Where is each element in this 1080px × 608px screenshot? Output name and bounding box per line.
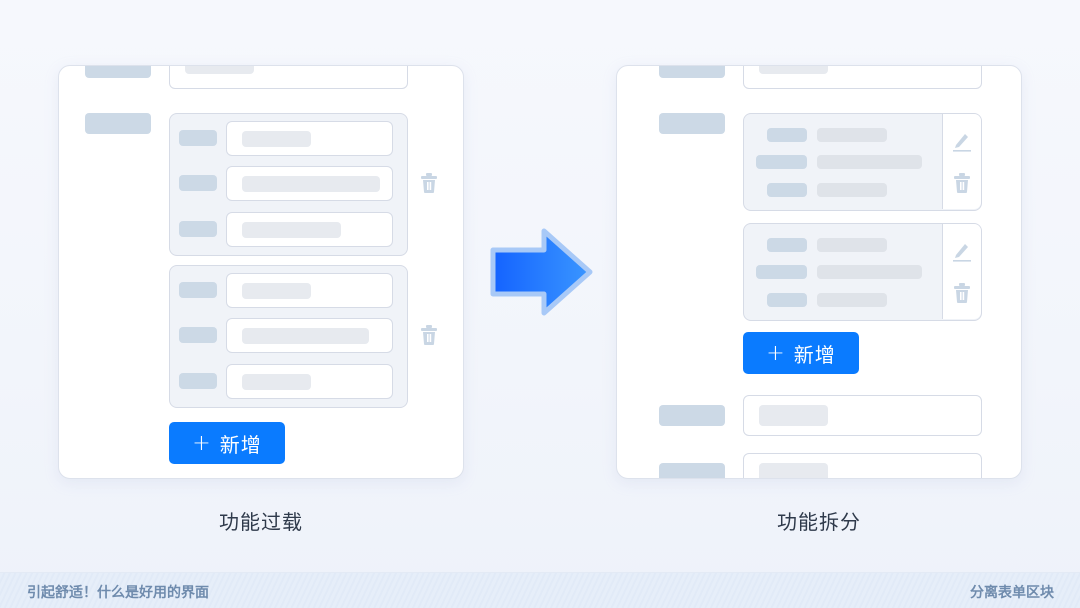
card-actions (942, 224, 981, 319)
trash-icon[interactable] (952, 282, 972, 304)
text-input[interactable] (743, 66, 982, 89)
text-input[interactable] (169, 66, 408, 89)
field-label-placeholder (767, 183, 807, 197)
section-label-placeholder (85, 113, 151, 134)
field-value-placeholder (817, 155, 922, 169)
field-label-placeholder (756, 155, 807, 169)
field-value-placeholder (817, 238, 887, 252)
add-button-label: 新增 (793, 342, 836, 367)
field-label-placeholder (85, 66, 151, 78)
input-value-placeholder (759, 463, 828, 478)
input-value-placeholder (242, 283, 311, 299)
input-value-placeholder (185, 66, 254, 74)
text-input[interactable] (743, 395, 982, 436)
text-input[interactable] (226, 121, 393, 156)
field-label-placeholder (179, 373, 217, 389)
card-actions (942, 114, 981, 209)
trash-icon[interactable] (419, 172, 439, 194)
input-value-placeholder (759, 66, 828, 74)
edit-pencil-icon[interactable] (952, 130, 972, 152)
add-button-label: 新增 (219, 432, 262, 457)
input-value-placeholder (242, 131, 311, 147)
arrow-right-icon (490, 228, 593, 316)
footer-title: 引起舒适！什么是好用的界面 (27, 585, 209, 601)
field-label-placeholder (659, 405, 725, 426)
right-form-panel: + 新增 (616, 65, 1022, 479)
left-form-panel: + 新增 (58, 65, 464, 479)
plus-icon: + (192, 430, 212, 456)
left-caption: 功能过载 (219, 510, 303, 534)
input-value-placeholder (242, 222, 341, 238)
field-label-placeholder (767, 293, 807, 307)
footer-bar: 引起舒适！什么是好用的界面 分离表单区块 (0, 572, 1080, 608)
trash-icon[interactable] (419, 324, 439, 346)
field-label-placeholder (179, 221, 217, 237)
add-button[interactable]: + 新增 (169, 422, 285, 464)
text-input[interactable] (226, 273, 393, 308)
trash-icon[interactable] (952, 172, 972, 194)
input-value-placeholder (242, 176, 380, 192)
text-input[interactable] (226, 166, 393, 201)
field-value-placeholder (817, 265, 922, 279)
field-label-placeholder (767, 128, 807, 142)
summary-card-1 (743, 113, 982, 211)
text-input[interactable] (226, 212, 393, 247)
input-value-placeholder (242, 328, 369, 344)
text-input[interactable] (226, 318, 393, 353)
input-value-placeholder (759, 405, 828, 426)
text-input[interactable] (226, 364, 393, 399)
field-value-placeholder (817, 293, 887, 307)
text-input[interactable] (743, 453, 982, 478)
field-label-placeholder (659, 463, 725, 478)
field-label-placeholder (179, 327, 217, 343)
section-label-placeholder (659, 113, 725, 134)
field-label-placeholder (659, 66, 725, 78)
field-label-placeholder (756, 265, 807, 279)
footer-subtitle: 分离表单区块 (970, 585, 1054, 601)
field-value-placeholder (817, 183, 887, 197)
field-label-placeholder (179, 175, 217, 191)
field-label-placeholder (179, 130, 217, 146)
edit-pencil-icon[interactable] (952, 240, 972, 262)
plus-icon: + (766, 340, 786, 366)
field-value-placeholder (817, 128, 887, 142)
field-group-1 (169, 113, 408, 256)
input-value-placeholder (242, 374, 311, 390)
field-group-2 (169, 265, 408, 408)
right-caption: 功能拆分 (777, 510, 861, 534)
field-label-placeholder (179, 282, 217, 298)
summary-card-2 (743, 223, 982, 321)
add-button[interactable]: + 新增 (743, 332, 859, 374)
field-label-placeholder (767, 238, 807, 252)
